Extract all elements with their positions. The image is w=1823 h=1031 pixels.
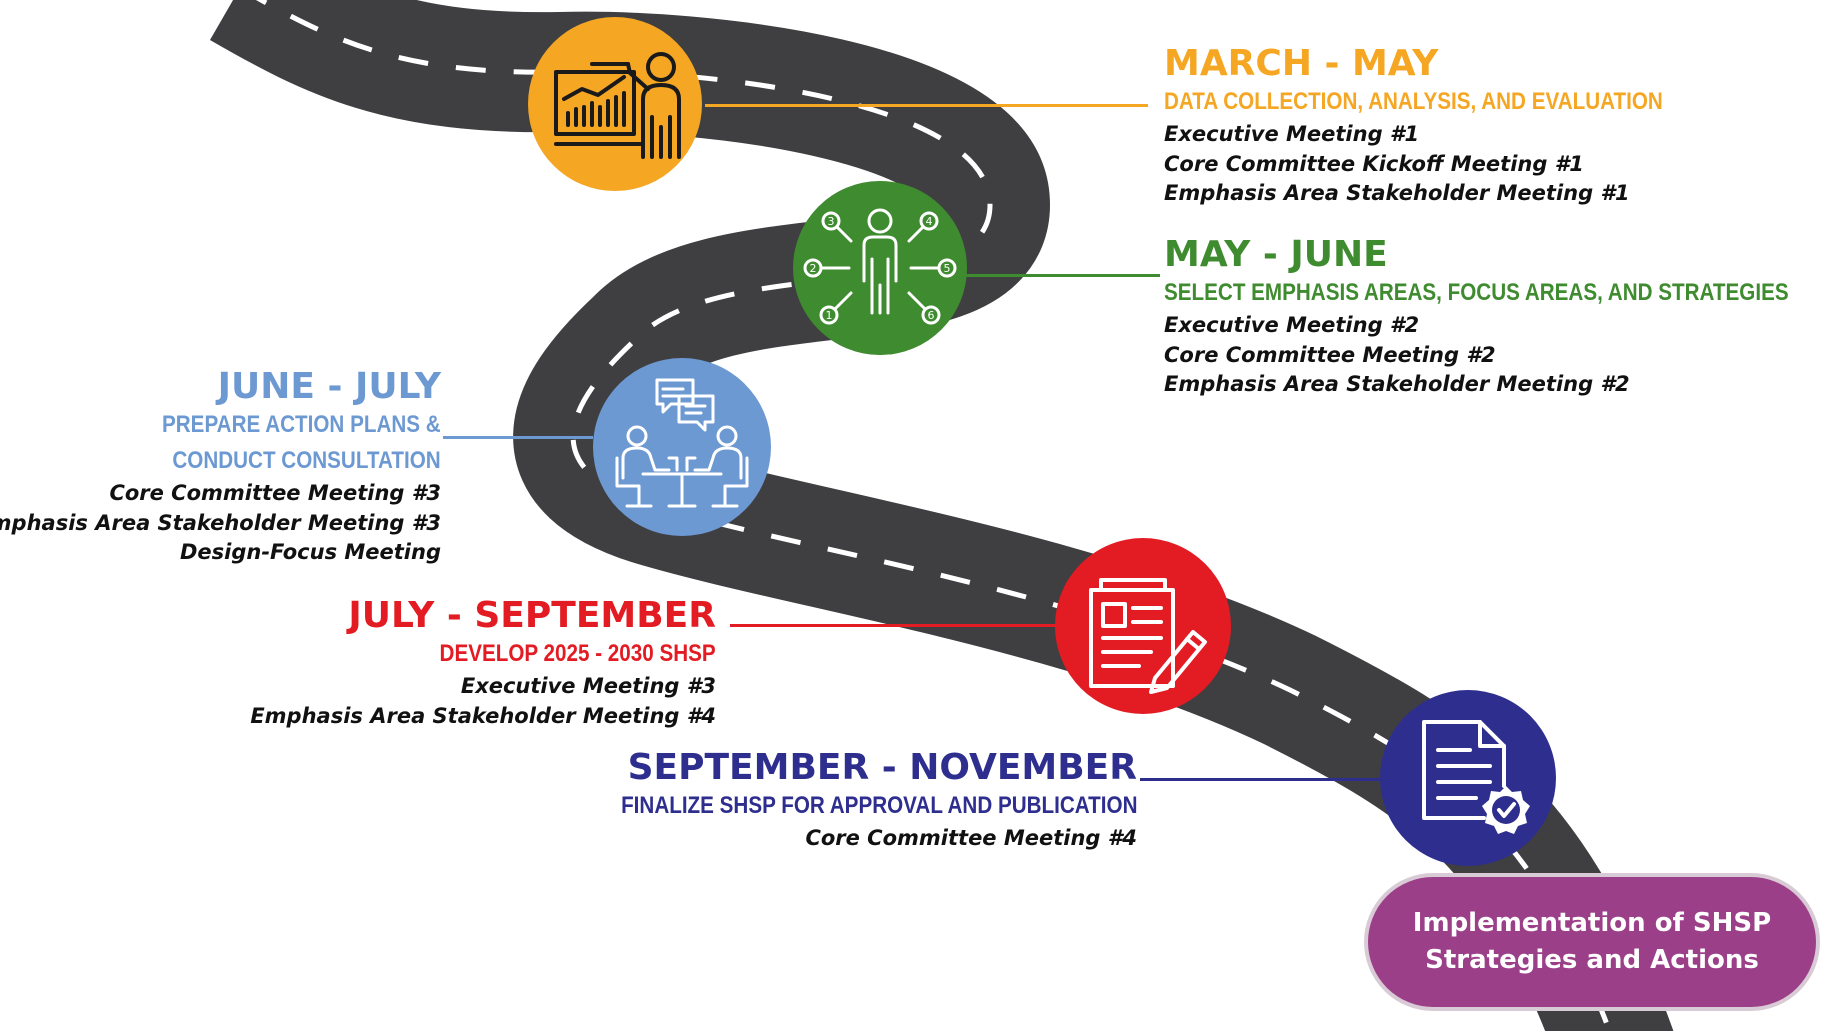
september-november-circle: [1380, 690, 1556, 866]
period-title: MARCH - MAY: [1164, 43, 1439, 84]
meeting-item: Emphasis Area Stakeholder Meeting #3: [0, 510, 441, 535]
stage-march-may: MARCH - MAY DATA COLLECTION, ANALYSIS, A…: [1164, 44, 1744, 209]
meeting-item: Core Committee Meeting #2: [1164, 342, 1496, 367]
implementation-destination: Implementation of SHSP Strategies and Ac…: [1364, 873, 1820, 1011]
implementation-line-2: Strategies and Actions: [1425, 945, 1759, 975]
may-june-circle: 3 4 2 5 1 6: [793, 181, 967, 355]
stage-task: SELECT EMPHASIS AREAS, FOCUS AREAS, AND …: [1164, 279, 1789, 306]
meeting-item: Emphasis Area Stakeholder Meeting #1: [1164, 181, 1630, 205]
period-title: SEPTEMBER - NOVEMBER: [627, 747, 1137, 788]
meeting-item: Executive Meeting #1: [1164, 122, 1420, 146]
stage-task: FINALIZE SHSP FOR APPROVAL AND PUBLICATI…: [620, 792, 1137, 819]
meeting-item: Core Committee Meeting #4: [805, 826, 1137, 850]
person-options-icon: 3 4 2 5 1 6: [803, 208, 957, 325]
option-number-5: 5: [944, 262, 951, 275]
period-title: MAY - JUNE: [1164, 234, 1388, 275]
stage-task: DEVELOP 2025 - 2030 SHSP: [439, 640, 716, 667]
stage-september-november: SEPTEMBER - NOVEMBER FINALIZE SHSP FOR A…: [537, 748, 1137, 854]
period-title: JUNE - JULY: [217, 366, 441, 407]
connector-line-march-may: [705, 104, 1148, 107]
meeting-item: Executive Meeting #3: [460, 674, 716, 698]
meeting-table-icon: [615, 378, 749, 508]
stage-task-line-1: PREPARE ACTION PLANS &: [162, 411, 441, 438]
stage-july-september: JULY - SEPTEMBER DEVELOP 2025 - 2030 SHS…: [250, 596, 716, 731]
july-september-circle: [1055, 538, 1231, 714]
option-number-6: 6: [928, 309, 935, 322]
june-july-circle: [593, 358, 771, 536]
option-number-1: 1: [826, 309, 833, 322]
meeting-item: Core Committee Meeting #3: [109, 481, 441, 505]
stage-may-june: MAY - JUNE SELECT EMPHASIS AREAS, FOCUS …: [1164, 235, 1823, 400]
document-pen-icon: [1089, 578, 1207, 694]
implementation-line-1: Implementation of SHSP: [1412, 908, 1772, 938]
connector-line-september-november: [1140, 778, 1380, 781]
option-number-2: 2: [810, 262, 817, 275]
march-may-circle: [528, 17, 702, 191]
stage-june-july: JUNE - JULY PREPARE ACTION PLANS & CONDU…: [0, 367, 441, 568]
meeting-item: Emphasis Area Stakeholder Meeting #4: [250, 703, 716, 728]
stage-task-line-2: CONDUCT CONSULTATION: [172, 447, 441, 474]
meeting-item: Core Committee Kickoff Meeting #1: [1164, 151, 1584, 176]
stage-task: DATA COLLECTION, ANALYSIS, AND EVALUATIO…: [1164, 88, 1663, 115]
meeting-item: Design-Focus Meeting: [179, 540, 441, 564]
meeting-item: Emphasis Area Stakeholder Meeting #2: [1164, 372, 1630, 396]
document-approved-icon: [1422, 720, 1530, 834]
connector-line-july-september: [730, 624, 1060, 627]
meeting-item: Executive Meeting #2: [1164, 313, 1420, 337]
presentation-chart-icon: [554, 52, 681, 159]
option-number-3: 3: [828, 215, 835, 228]
option-number-4: 4: [926, 215, 933, 228]
connector-line-june-july: [443, 436, 593, 439]
period-title: JULY - SEPTEMBER: [348, 595, 716, 636]
connector-line-may-june: [955, 274, 1160, 277]
